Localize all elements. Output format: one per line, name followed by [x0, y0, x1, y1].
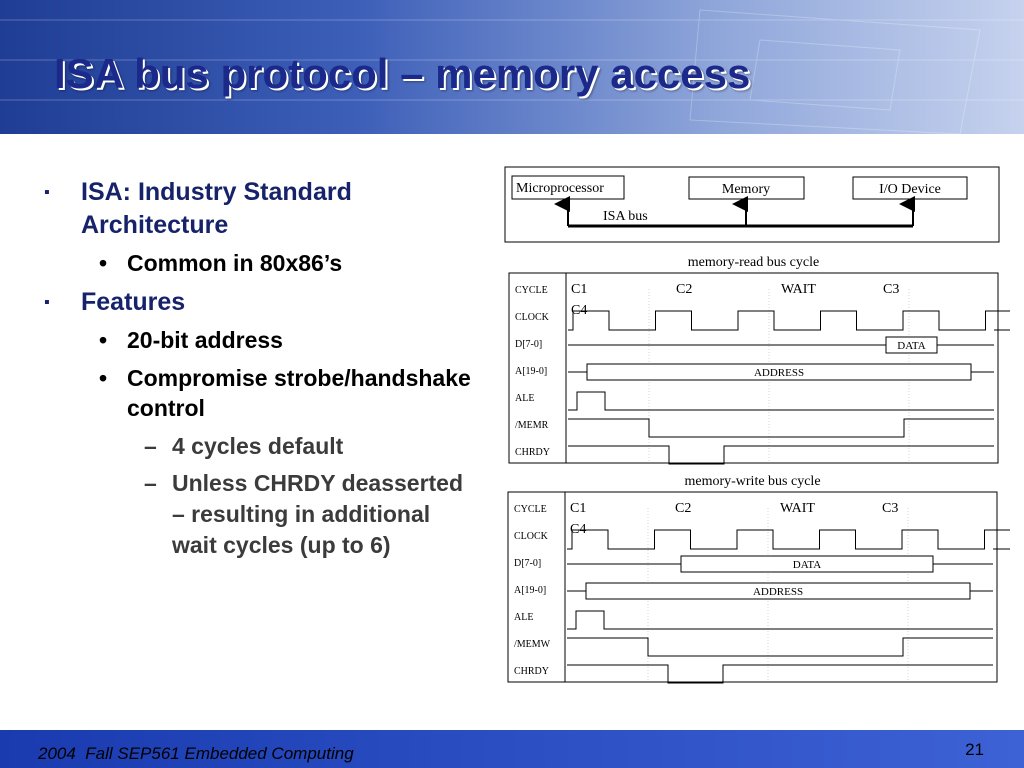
dot-bullet-icon: • [99, 365, 108, 391]
bullet-level2: •20-bit address [99, 327, 283, 353]
bullet-list: ▪ISA: Industry Standard Architecture •Co… [44, 176, 474, 567]
signal-label: /MEMW [514, 639, 551, 650]
cycle-label: C3 [882, 501, 898, 516]
memory-label: Memory [722, 182, 770, 197]
dash-bullet-icon: – [144, 470, 157, 496]
page-title: ISA bus protocol – memory access [54, 50, 751, 97]
address-label: ADDRESS [753, 586, 803, 598]
bullet-level1: ▪ISA: Industry Standard Architecture [44, 178, 352, 239]
slide-number: 21 [965, 740, 984, 759]
signal-label: CLOCK [514, 531, 549, 542]
dot-bullet-icon: • [99, 327, 108, 353]
signal-label: CHRDY [514, 666, 549, 677]
bus-block-diagram: Microprocessor Memory I/O Device ISA bus [504, 166, 1000, 243]
isa-bus-label: ISA bus [603, 209, 648, 224]
bullet-level2: •Compromise strobe/handshake control [99, 365, 471, 421]
timing-title: memory-read bus cycle [688, 255, 819, 270]
deco-shape [689, 9, 981, 134]
cycle-label: C1 [571, 282, 587, 297]
slide-header: ISA bus protocol – memory access [0, 0, 1024, 134]
footer-bar: 2004 Fall SEP561 Embedded Computing 21 [0, 730, 1024, 768]
cycle-label: C3 [883, 282, 899, 297]
cycle-label: C2 [675, 501, 691, 516]
deco-shape [749, 39, 901, 111]
timing-title: memory-write bus cycle [684, 474, 820, 489]
signal-label: CLOCK [515, 312, 550, 323]
dash-bullet-icon: – [144, 433, 157, 459]
footer-course: 2004 Fall SEP561 Embedded Computing [38, 744, 354, 763]
header-decoration [0, 9, 1024, 134]
bullet-level3: –Unless CHRDY deasserted – resulting in … [144, 470, 464, 558]
data-label: DATA [793, 559, 822, 571]
cycle-label: WAIT [781, 282, 816, 297]
clock-waveform [568, 310, 1022, 331]
square-bullet-icon: ▪ [44, 184, 50, 201]
io-device-label: I/O Device [879, 182, 941, 197]
signal-label: CHRDY [515, 447, 550, 458]
bullet-level2: •Common in 80x86’s [99, 250, 343, 276]
clock-waveform [567, 529, 1021, 550]
bullet-level3: –4 cycles default [44, 431, 474, 462]
isa-bus-figure: Microprocessor Memory I/O Device ISA bus… [504, 166, 1022, 684]
bullet-level1: ▪Features [44, 286, 474, 319]
signal-label: D[7-0] [514, 558, 541, 569]
signal-label: ALE [515, 393, 534, 404]
memory-strobe-waveform [567, 637, 993, 657]
cycle-label: C1 [570, 501, 586, 516]
cycle-label: C2 [676, 282, 692, 297]
cycle-label: WAIT [780, 501, 815, 516]
ale-waveform [567, 610, 993, 630]
chrdy-waveform [567, 664, 993, 684]
signal-label: CYCLE [514, 504, 547, 515]
dot-bullet-icon: • [99, 250, 108, 276]
ale-waveform [568, 391, 994, 411]
signal-label: ALE [514, 612, 533, 623]
chrdy-waveform [568, 445, 994, 465]
timing-diagram-panel: Microprocessor Memory I/O Device ISA bus… [500, 160, 1022, 690]
memory-strobe-waveform [568, 418, 994, 438]
signal-label: A[19-0] [514, 585, 546, 596]
address-label: ADDRESS [754, 367, 804, 379]
signal-label: A[19-0] [515, 366, 547, 377]
microprocessor-label: Microprocessor [516, 181, 604, 196]
signal-label: D[7-0] [515, 339, 542, 350]
signal-label: CYCLE [515, 285, 548, 296]
data-label: DATA [897, 340, 926, 352]
signal-label: /MEMR [515, 420, 549, 431]
square-bullet-icon: ▪ [44, 294, 50, 311]
